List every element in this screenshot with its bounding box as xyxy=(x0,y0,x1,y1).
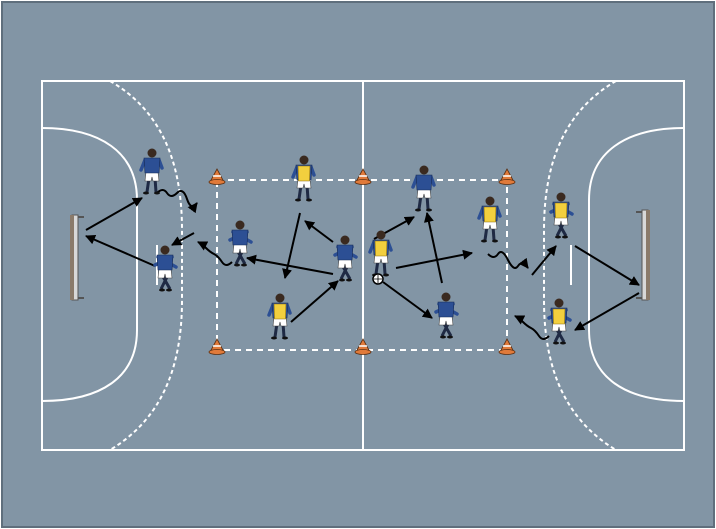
ball-icon xyxy=(373,274,383,284)
